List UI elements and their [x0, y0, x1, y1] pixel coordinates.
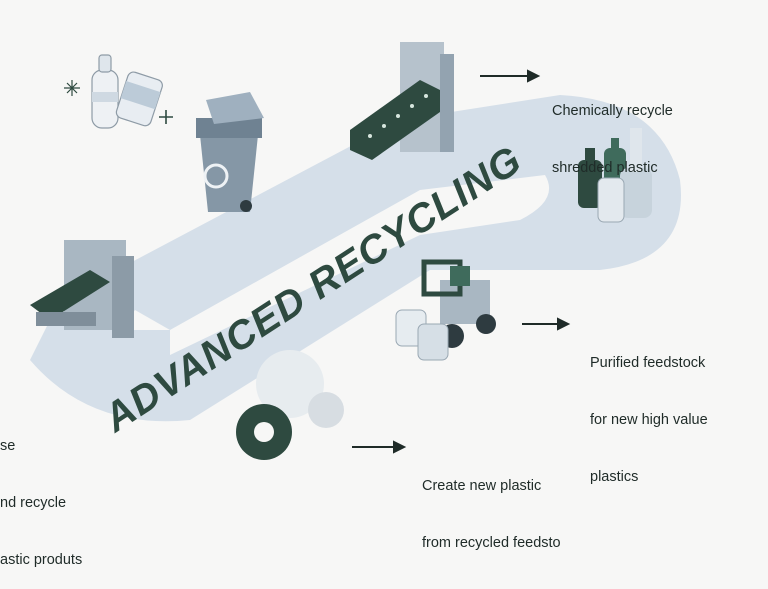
step-label-create: Create new plastic from recycled feedsto: [422, 478, 561, 551]
sparkle-icon: [64, 80, 173, 124]
advanced-recycling-diagram: ADVANCED RECYCLING: [30, 42, 681, 460]
step-label-purified: Purified feedstock for new high value pl…: [590, 355, 708, 485]
bottles-icon: [578, 128, 652, 223]
recycling-bin-icon: [196, 92, 264, 212]
conveyor-machine-icon: [30, 240, 134, 338]
plastic-bottle-icon: [91, 54, 119, 129]
barrels-icon: [395, 309, 449, 361]
gears-icon: [236, 350, 344, 460]
step-label-reuse: se nd recycle astic produts: [0, 438, 83, 568]
shredder-icon: [350, 42, 454, 160]
forklift-icon: [421, 259, 496, 348]
can-icon: [115, 71, 163, 127]
step-label-chemical: Chemically recycle shredded plastic: [552, 103, 673, 176]
arrow-icon: [352, 69, 571, 454]
